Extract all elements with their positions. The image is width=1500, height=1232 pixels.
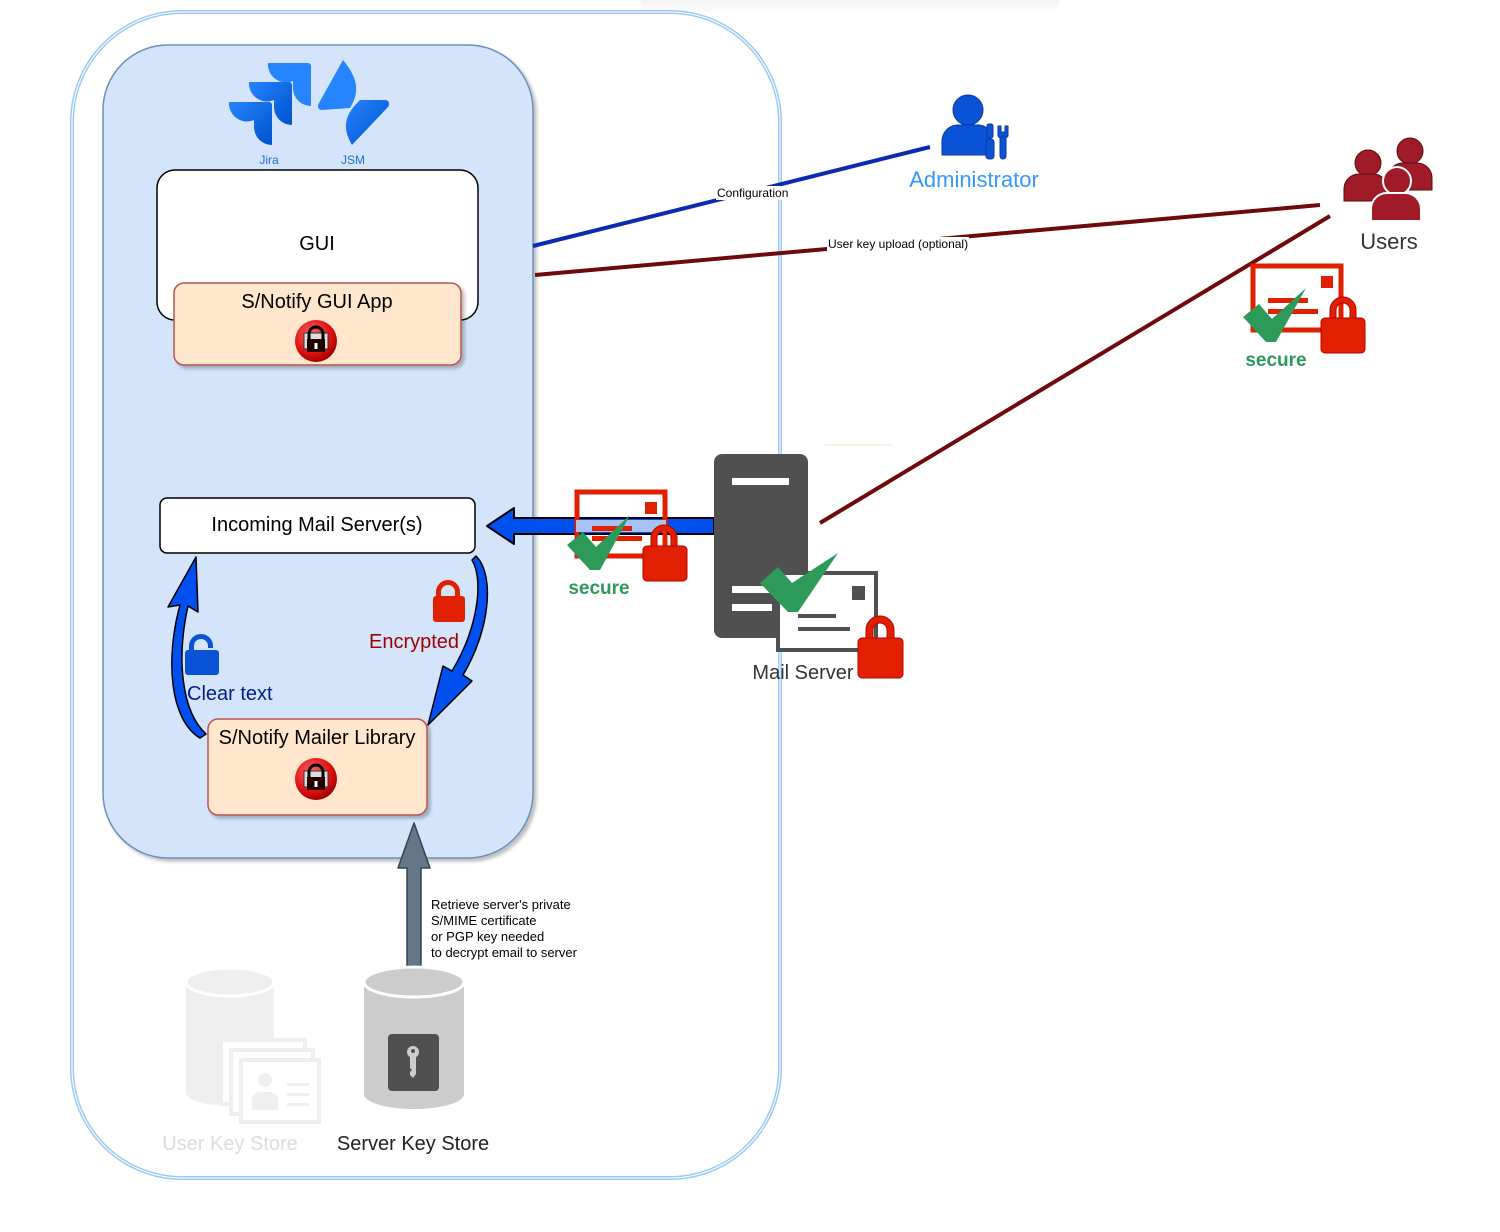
mailer-library-label: S/Notify Mailer Library <box>218 727 416 749</box>
clear-text-arrow <box>167 556 207 739</box>
retrieve-key-arrow <box>397 822 431 967</box>
jira-logo-icon <box>228 63 311 145</box>
secure-users-label: secure <box>1245 350 1307 371</box>
secure-envelope-icon <box>1243 263 1366 354</box>
canvas-shadow <box>640 0 1060 14</box>
secure-envelope-icon <box>567 489 688 582</box>
lock-mail-badge-icon <box>295 320 337 362</box>
retrieve-note-line: S/MIME certificate <box>431 913 537 928</box>
administrator-label: Administrator <box>909 167 1039 192</box>
incoming-mail-box <box>159 497 476 554</box>
user-key-store-label: User Key Store <box>162 1133 298 1155</box>
users-mailserver-connector <box>818 214 1332 525</box>
retrieve-note-line: Retrieve server's private <box>431 897 571 912</box>
locked-padlock-icon <box>433 580 465 622</box>
users-label: Users <box>1360 229 1418 254</box>
configuration-label: Configuration <box>716 186 790 200</box>
admin-user-icon <box>941 94 1009 160</box>
incoming-mail-label: Incoming Mail Server(s) <box>211 514 423 536</box>
secure-mail-label: secure <box>568 578 630 599</box>
mail-server-label: Mail Server <box>752 662 854 684</box>
lock-mail-badge-icon <box>295 758 337 800</box>
database-contacts-icon <box>184 966 321 1124</box>
retrieve-note-line: or PGP key needed <box>431 929 545 944</box>
gui-app-label: S/Notify GUI App <box>241 291 393 313</box>
server-icon <box>714 454 904 679</box>
clear-text-label: Clear text <box>187 683 273 705</box>
database-key-icon <box>362 965 466 1109</box>
unlocked-padlock-icon <box>185 634 219 675</box>
user-key-upload-label: User key upload (optional) <box>827 237 970 251</box>
retrieve-key-note: Retrieve server's private S/MIME certifi… <box>431 897 577 961</box>
retrieve-note-line: to decrypt email to server <box>431 945 577 960</box>
encrypted-arrow <box>427 555 489 726</box>
gui-label: GUI <box>299 233 335 255</box>
server-key-store-label: Server Key Store <box>336 1133 490 1155</box>
jsm-logo-icon <box>318 60 389 145</box>
jsm-label: JSM <box>341 153 365 167</box>
encrypted-label: Encrypted <box>369 631 460 653</box>
users-group-icon <box>1343 137 1433 222</box>
jira-label: Jira <box>259 153 279 167</box>
